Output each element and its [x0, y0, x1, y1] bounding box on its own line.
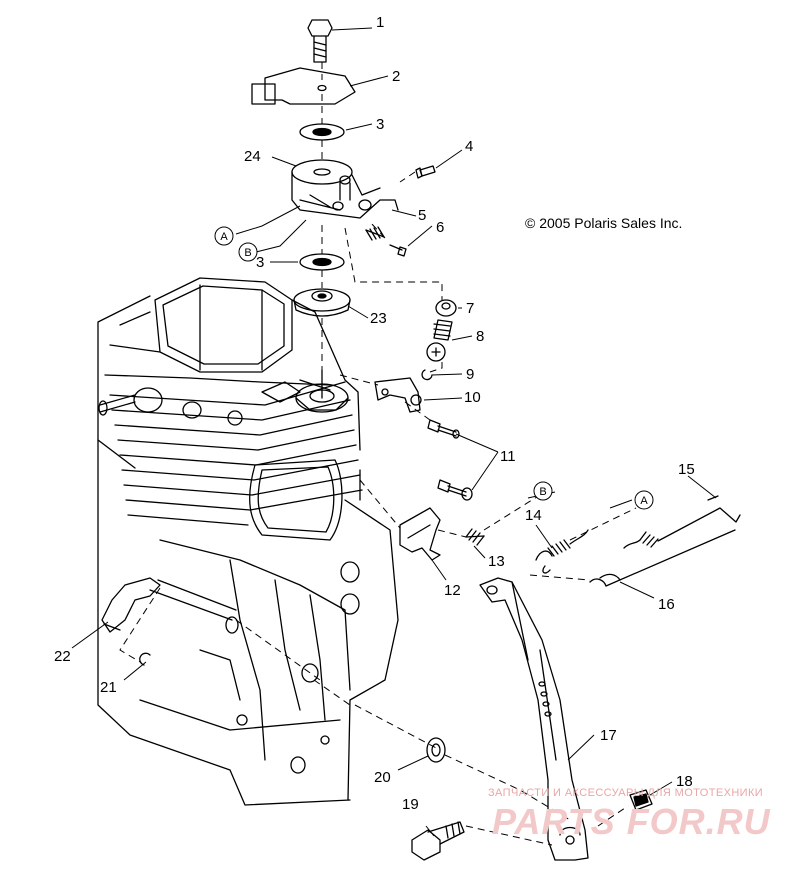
- callout-13: 13: [488, 553, 505, 570]
- copyright-notice: © 2005 Polaris Sales Inc.: [525, 215, 683, 231]
- part-20-washer: [426, 737, 446, 763]
- callout-3b: 3: [256, 254, 264, 271]
- ref-a-left: A: [214, 226, 234, 246]
- part-12-bracket: [399, 507, 441, 561]
- watermark-tagline: ЗАПЧАСТИ И АКСЕССУАРЫ ДЛЯ МОТОТЕХНИКИ: [488, 787, 764, 799]
- callout-18: 18: [676, 773, 693, 790]
- reference-markers: A B B A: [214, 226, 654, 510]
- callout-19: 19: [402, 796, 419, 813]
- part-10-bracket: [374, 377, 422, 413]
- part-21-clip: [139, 652, 151, 666]
- ref-a-right: A: [634, 490, 654, 510]
- callout-11: 11: [500, 448, 516, 465]
- assembly-lines: [119, 62, 637, 846]
- part-22-lever-shaft: [101, 577, 239, 634]
- callout-3a: 3: [376, 116, 384, 133]
- engine-block: [97, 277, 399, 806]
- callout-numbers: 1 2 3 4 24 5 6 3 7 23 8 9 10 11 15 14 13…: [54, 14, 695, 813]
- part-13-spring: [465, 528, 485, 546]
- callout-21: 21: [100, 679, 117, 696]
- callout-14: 14: [525, 507, 542, 524]
- leader-lines: [71, 27, 717, 837]
- callout-12: 12: [444, 582, 461, 599]
- part-7-nut: [435, 299, 457, 317]
- part-3-washer-upper: [299, 123, 345, 141]
- callout-15: 15: [678, 461, 695, 478]
- part-16-rod: [589, 529, 736, 587]
- part-8-bolt: [426, 319, 453, 362]
- part-6-screw: [389, 244, 407, 257]
- part-9-clip: [421, 369, 433, 381]
- callout-24: 24: [244, 148, 261, 165]
- ref-b-left: B: [238, 242, 258, 262]
- part-2-plate: [251, 67, 356, 105]
- part-19-bolt: [411, 821, 465, 861]
- watermark-brand: PARTS FOR.RU: [492, 801, 771, 842]
- callout-4: 4: [465, 138, 473, 155]
- callout-23: 23: [370, 310, 387, 327]
- part-17-pedal-arm: [479, 577, 589, 861]
- callout-1: 1: [376, 14, 384, 31]
- part-24-governor-arm: [291, 159, 399, 219]
- svg-text:B: B: [244, 247, 251, 259]
- callout-6: 6: [436, 219, 444, 236]
- svg-text:A: A: [220, 231, 228, 243]
- callout-2: 2: [392, 68, 400, 85]
- callout-5: 5: [418, 207, 426, 224]
- part-15-spring-rod: [623, 495, 741, 549]
- callout-22: 22: [54, 648, 71, 665]
- part-18-clip: [629, 789, 653, 811]
- callout-20: 20: [374, 769, 391, 786]
- part-3-washer-lower: [299, 253, 345, 271]
- callout-16: 16: [658, 596, 675, 613]
- part-5-spring: [365, 226, 385, 241]
- part-1-bolt: [307, 19, 333, 63]
- svg-text:A: A: [640, 495, 648, 507]
- part-23-bushing: [293, 288, 351, 317]
- svg-text:B: B: [539, 486, 546, 498]
- callout-7: 7: [466, 300, 474, 317]
- ref-b-right: B: [533, 481, 553, 501]
- part-14-spring: [535, 529, 589, 574]
- callout-8: 8: [476, 328, 484, 345]
- part-11-bolts: [427, 419, 473, 501]
- callout-9: 9: [466, 366, 474, 383]
- callout-10: 10: [464, 389, 481, 406]
- part-4-screw: [415, 165, 436, 179]
- callout-17: 17: [600, 727, 617, 744]
